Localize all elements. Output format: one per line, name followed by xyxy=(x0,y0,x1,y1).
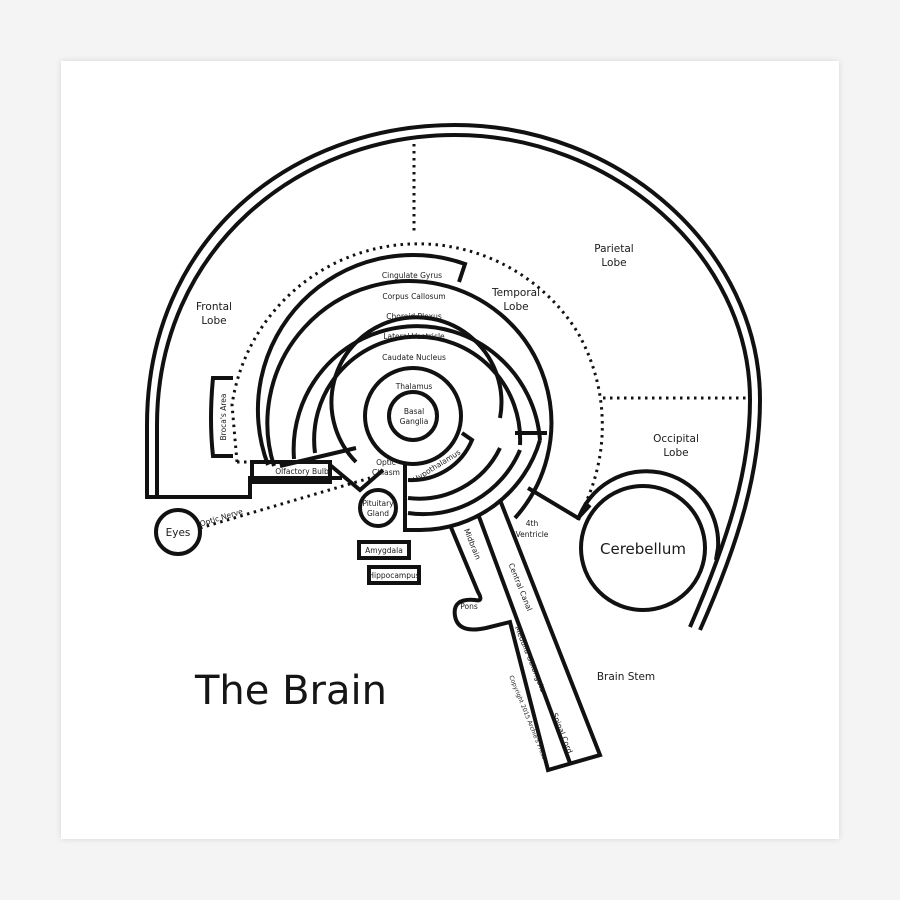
caudate-nucleus-label: Caudate Nucleus xyxy=(382,353,446,362)
occipital-lobe-label: Occipital xyxy=(653,433,699,445)
basal-ganglia-label: Basal xyxy=(404,407,424,416)
olfactory-bulb-label: Olfactory Bulb xyxy=(275,467,329,476)
hippocampus-label: Hippocampus xyxy=(368,571,419,580)
pituitary-label-2: Gland xyxy=(367,509,389,518)
midbrain-label: Midbrain xyxy=(462,527,483,561)
parietal-lobe-label-2: Lobe xyxy=(601,257,626,269)
brain-stem-label: Brain Stem xyxy=(597,671,655,683)
optic-chiasm-label-2: Chiasm xyxy=(372,468,400,477)
optic-chiasm-label: Optic xyxy=(376,458,396,467)
amygdala-box xyxy=(357,540,411,560)
occipital-lobe-label-2: Lobe xyxy=(663,447,688,459)
eyes-label: Eyes xyxy=(166,527,191,539)
lateral-ventricle-label: Lateral Ventricle xyxy=(383,332,445,341)
cingulate-gyrus-label: Cingulate Gyrus xyxy=(382,271,442,280)
fourth-ventricle-label-2: Ventricle xyxy=(516,530,549,539)
brocas-area-label: Broca's Area xyxy=(219,394,228,441)
temporal-lobe-label: Temporal xyxy=(491,287,540,299)
brocas-area xyxy=(209,376,233,458)
cerebellum xyxy=(576,469,721,612)
temporal-lobe-label-2: Lobe xyxy=(503,301,528,313)
eyes-circle xyxy=(154,508,202,556)
corpus-callosum-label: Corpus Callosum xyxy=(382,292,445,301)
spinal-cord-label: Spinal Cord xyxy=(550,711,575,754)
fourth-ventricle-label: 4th xyxy=(526,519,539,528)
pituitary-label: Pituitary xyxy=(362,499,394,508)
pituitary-gland-circle xyxy=(358,488,398,528)
limbic-rings xyxy=(255,253,592,532)
optic-system xyxy=(154,476,421,585)
brain-stem xyxy=(448,499,603,773)
amygdala-label: Amygdala xyxy=(365,546,403,555)
choroid-plexus-label: Choroid Plexus xyxy=(386,312,442,321)
pons-label: Pons xyxy=(460,602,478,611)
cerebellum-label: Cerebellum xyxy=(600,540,686,558)
page-title: The Brain xyxy=(194,668,387,714)
basal-ganglia-label-2: Ganglia xyxy=(400,417,429,426)
parietal-lobe-label: Parietal xyxy=(594,243,633,255)
optic-nerve-label: Optic Nerve xyxy=(199,507,245,529)
outer-shell xyxy=(145,122,763,631)
hippocampus-box xyxy=(367,565,421,585)
frontal-lobe-label: Frontal xyxy=(196,301,232,313)
print-paper xyxy=(61,61,839,839)
thalamus-label: Thalamus xyxy=(395,382,433,391)
frontal-lobe-label-2: Lobe xyxy=(201,315,226,327)
